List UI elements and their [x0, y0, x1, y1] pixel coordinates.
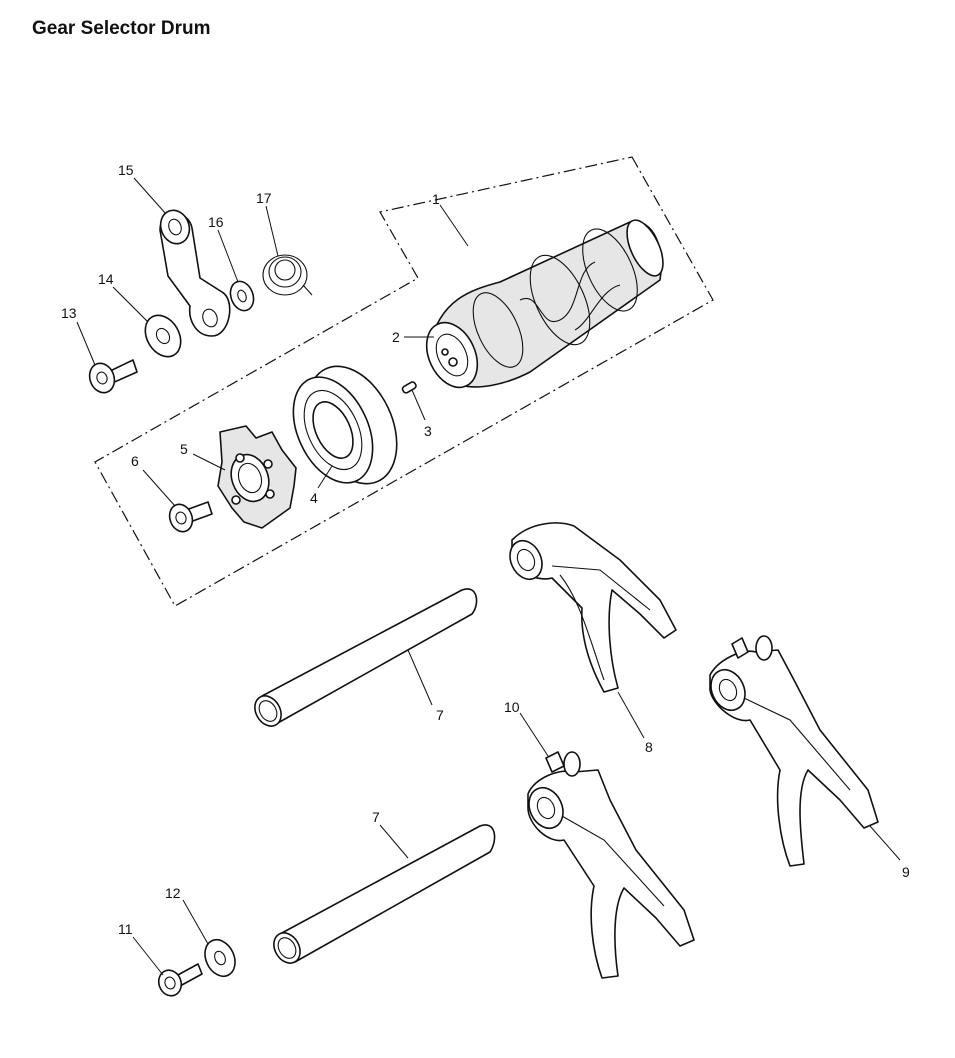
callout-1: 1: [432, 191, 440, 207]
callout-7-lower: 7: [372, 809, 380, 825]
shaft-upper: [254, 588, 478, 727]
callout-10: 10: [504, 699, 520, 715]
screw-11: [157, 963, 203, 997]
callout-11: 11: [118, 921, 133, 937]
leader-lines: [76, 177, 901, 976]
callout-12: 12: [165, 885, 181, 901]
shaft-lower: [273, 824, 496, 964]
callout-6: 6: [131, 453, 139, 469]
washer-12: [204, 938, 236, 978]
callout-2: 2: [392, 329, 400, 345]
washer-14: [144, 314, 182, 358]
callout-5: 5: [180, 441, 188, 457]
callout-15: 15: [118, 162, 134, 178]
assembly-boundary: [94, 156, 714, 607]
detent-plate: [217, 425, 297, 529]
selector-fork-9: [709, 635, 879, 867]
spring: [262, 254, 313, 296]
callout-4: 4: [310, 490, 318, 506]
callout-16: 16: [208, 214, 224, 230]
selector-fork-8: [509, 522, 677, 693]
callout-14: 14: [98, 271, 114, 287]
bearing: [292, 365, 398, 485]
callout-7-upper: 7: [436, 707, 444, 723]
dowel-pin: [401, 381, 417, 394]
selector-drum: [425, 219, 664, 389]
callout-3: 3: [424, 423, 432, 439]
callout-9: 9: [902, 864, 910, 880]
callout-8: 8: [645, 739, 653, 755]
detent-arm: [159, 209, 231, 337]
screw-13: [88, 359, 138, 394]
callout-17: 17: [256, 190, 272, 206]
screw-6: [168, 501, 213, 533]
washer-16: [229, 280, 255, 312]
selector-fork-10: [527, 751, 695, 979]
page-title: Gear Selector Drum: [32, 18, 211, 39]
callout-13: 13: [61, 305, 77, 321]
